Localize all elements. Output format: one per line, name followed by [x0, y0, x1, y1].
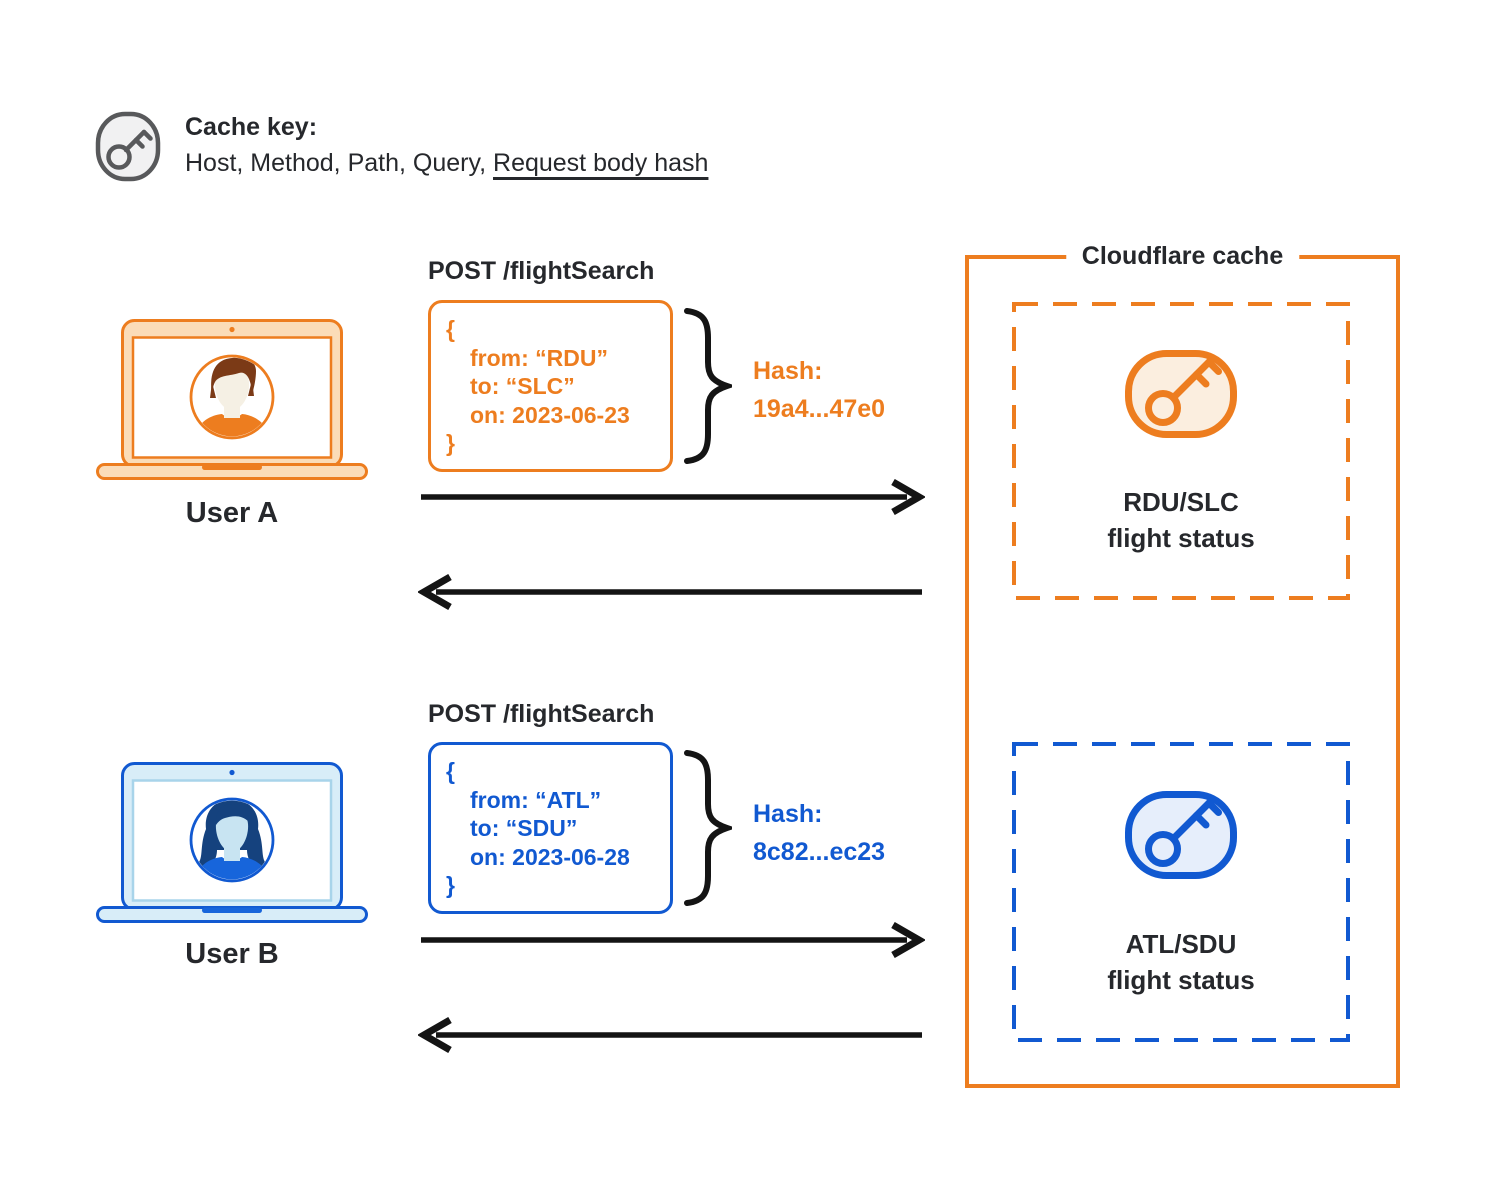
- hash-value: 8c82...ec23: [753, 838, 886, 866]
- body-line: }: [446, 430, 455, 457]
- body-line: to: “SLC”: [470, 373, 575, 400]
- body-line: on: 2023-06-28: [470, 843, 630, 870]
- body-line: on: 2023-06-23: [470, 401, 630, 428]
- body-line: }: [446, 872, 455, 899]
- user-b-label: User B: [185, 938, 279, 970]
- cache-entry-a-key-icon: [1125, 350, 1237, 443]
- user-a-avatar: [189, 354, 275, 440]
- cache-key-fields: Host, Method, Path, Query, Request body …: [185, 149, 708, 178]
- cache-entry-rdu-slc: RDU/SLC flight status: [1012, 302, 1350, 600]
- hash-label: Hash:: [753, 357, 823, 385]
- cache-key-fields-prefix: Host, Method, Path, Query,: [185, 149, 494, 177]
- body-line: {: [446, 758, 455, 784]
- body-line: from: “RDU”: [470, 344, 608, 371]
- hash-value: 19a4...47e0: [753, 395, 886, 423]
- user-b-request-arrow: [420, 921, 927, 963]
- request-body-hash-underline: Request body hash: [493, 149, 709, 177]
- user-b-request-body: { from: “ATL” to: “SDU” on: 2023-06-28 }: [428, 742, 673, 914]
- user-a-request-arrow: [420, 478, 927, 520]
- user-a-label: User A: [185, 497, 279, 529]
- body-line: to: “SDU”: [470, 815, 578, 842]
- cloudflare-cache-box: Cloudflare cache: [965, 242, 1400, 1088]
- cache-entry-a-route: RDU/SLC: [1123, 487, 1239, 517]
- key-icon: [95, 111, 161, 182]
- cache-entry-a-title: RDU/SLC flight status: [1012, 484, 1350, 556]
- user-a-request-body: { from: “RDU” to: “SLC” on: 2023-06-23 }: [428, 300, 673, 472]
- cache-key-legend: [95, 111, 161, 187]
- cloudflare-cache-title: Cloudflare cache: [1065, 242, 1300, 271]
- user-a-laptop: [96, 318, 368, 486]
- user-a-request-title: POST /flightSearch: [428, 257, 655, 285]
- hash-label: Hash:: [753, 800, 823, 828]
- cache-entry-b-subtitle: flight status: [1107, 965, 1255, 995]
- cache-entry-atl-sdu: ATL/SDU flight status: [1012, 742, 1350, 1042]
- cache-entry-b-key-icon: [1125, 791, 1237, 884]
- user-b-hash: Hash: 8c82...ec23: [753, 795, 885, 871]
- body-line: {: [446, 316, 455, 342]
- user-b-avatar: [189, 797, 275, 883]
- user-a-response-arrow: [416, 573, 923, 615]
- user-a-brace: [684, 308, 737, 469]
- body-line: from: “ATL”: [470, 786, 602, 813]
- cache-key-title: Cache key:: [185, 113, 318, 141]
- cache-entry-b-route: ATL/SDU: [1125, 929, 1237, 959]
- user-b-response-arrow: [416, 1016, 923, 1058]
- user-b-laptop: [96, 761, 368, 929]
- user-b-request-title: POST /flightSearch: [428, 700, 655, 728]
- user-b-brace: [684, 750, 737, 911]
- cache-entry-a-subtitle: flight status: [1107, 523, 1255, 553]
- cache-entry-b-title: ATL/SDU flight status: [1012, 926, 1350, 998]
- user-a-hash: Hash: 19a4...47e0: [753, 352, 885, 428]
